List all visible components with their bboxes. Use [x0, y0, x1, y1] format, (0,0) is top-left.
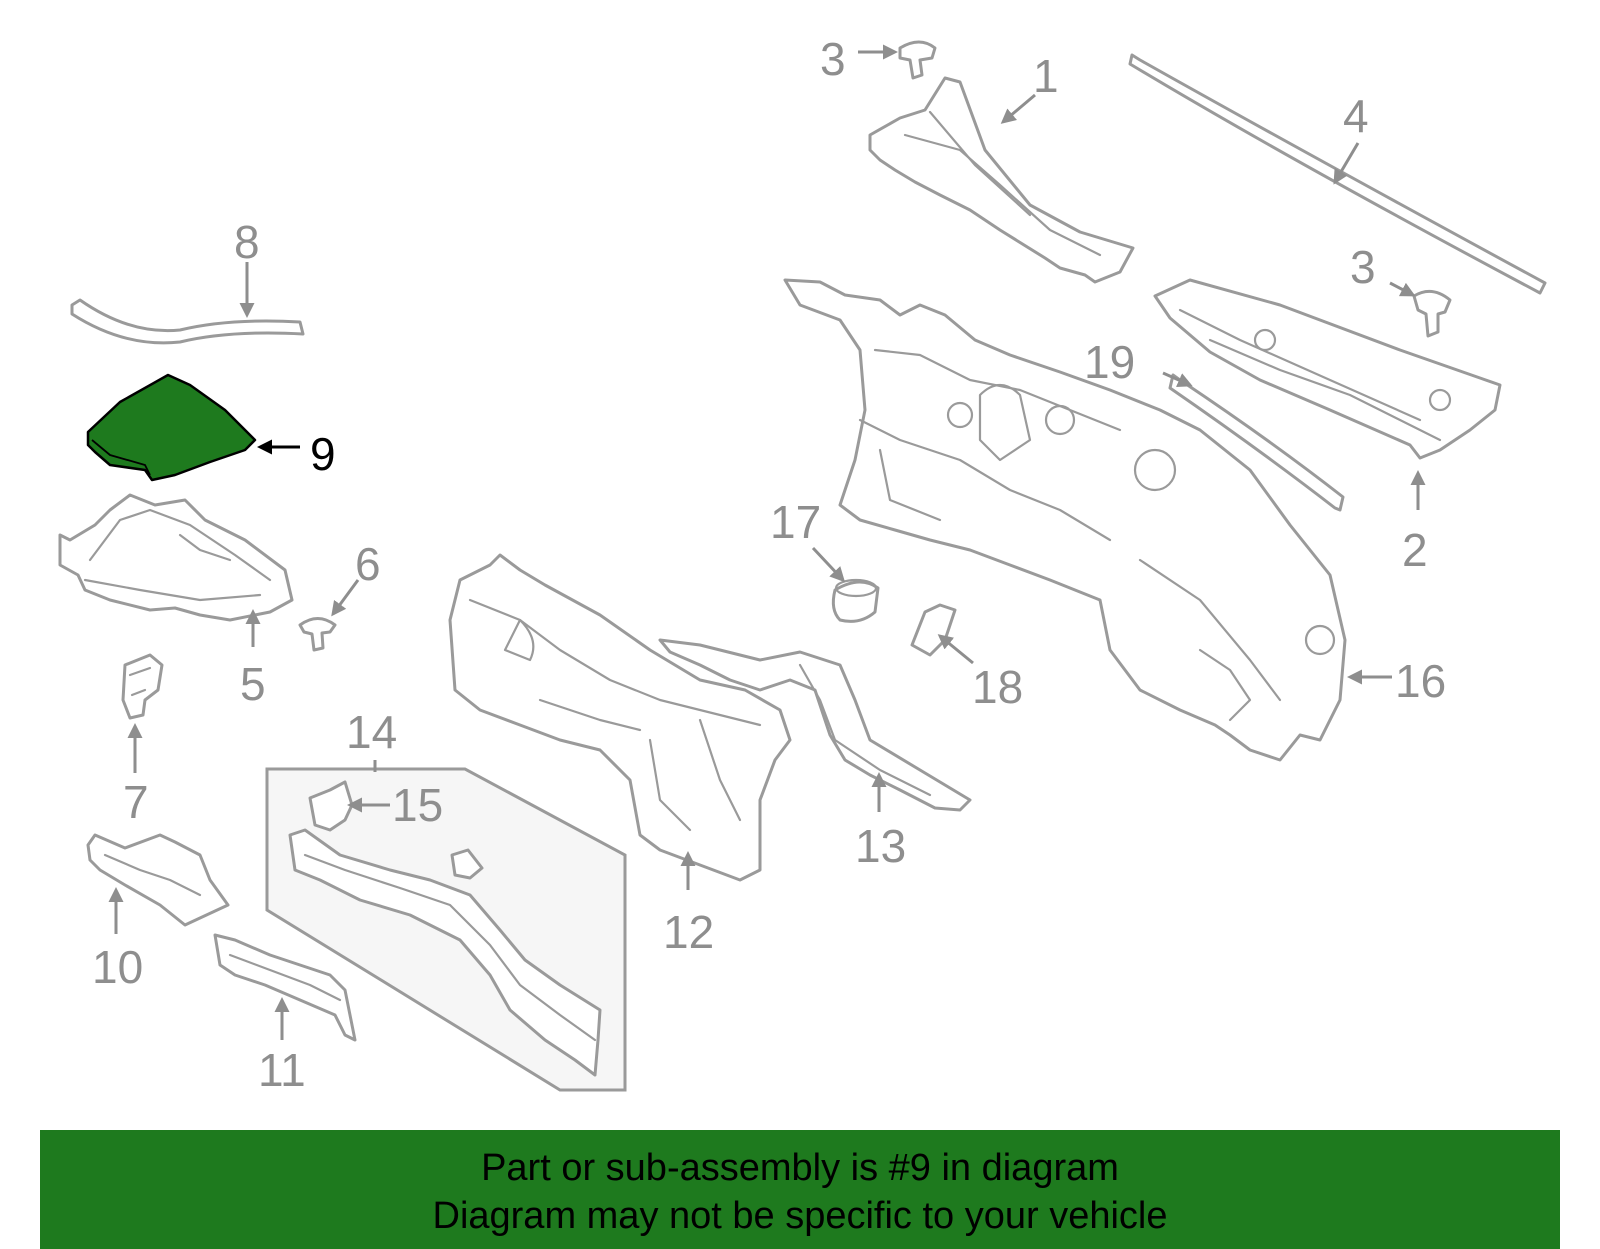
callout-19: 19	[1084, 336, 1135, 388]
part-12-insulator	[448, 553, 792, 882]
callout-12: 12	[663, 906, 714, 958]
part-8-seal	[70, 298, 305, 345]
part-7-bracket	[121, 653, 164, 720]
callout-14: 14	[346, 706, 397, 758]
banner-line-disclaimer: Diagram may not be specific to your vehi…	[432, 1195, 1168, 1237]
callout-1: 1	[1033, 50, 1059, 102]
banner-line-part: Part or sub-assembly is #9 in diagram	[481, 1147, 1119, 1189]
part-13-reinforcement	[658, 638, 972, 812]
callout-13: 13	[855, 820, 906, 872]
part-14-member	[288, 828, 602, 1077]
callout-9: 9	[310, 428, 336, 480]
part-1-cowl-panel	[868, 76, 1135, 284]
part-15-bracket	[308, 780, 354, 832]
info-banner: Part or sub-assembly is #9 in diagram Di…	[40, 1130, 1560, 1249]
callout-8: 8	[234, 216, 260, 268]
callout-7: 7	[123, 776, 149, 828]
callout-labels: 1 2 3 3 4 5 6 7 8 9 10 11 12 13 14 15 16…	[92, 33, 1446, 1096]
part-3-clip-top	[898, 40, 937, 80]
part-10-bracket	[86, 833, 230, 927]
part-5-cowl-side	[58, 493, 294, 622]
part-4-weatherstrip	[1128, 53, 1547, 295]
callout-5: 5	[240, 658, 266, 710]
part-18-pad	[910, 603, 957, 657]
callout-17: 17	[770, 496, 821, 548]
callout-3-top: 3	[820, 33, 846, 85]
part-11-bracket	[213, 933, 357, 1042]
part-2-cowl-top	[1153, 278, 1502, 460]
part-9-cover-highlighted	[86, 373, 257, 482]
callout-3-right: 3	[1350, 241, 1376, 293]
callout-18: 18	[972, 661, 1023, 713]
part-17-grommet	[831, 578, 880, 623]
callout-2: 2	[1402, 524, 1428, 576]
callout-11: 11	[258, 1044, 306, 1096]
leader-lines	[108, 44, 1426, 1040]
callout-10: 10	[92, 941, 143, 993]
callout-16: 16	[1395, 655, 1446, 707]
callout-6: 6	[355, 538, 381, 590]
part-6-clip	[298, 617, 337, 652]
part-19-seal	[1168, 373, 1345, 512]
part-16-dash-panel	[783, 278, 1347, 762]
callout-15: 15	[392, 779, 443, 831]
part-3-clip-right	[1412, 289, 1452, 338]
callout-4: 4	[1343, 90, 1369, 142]
